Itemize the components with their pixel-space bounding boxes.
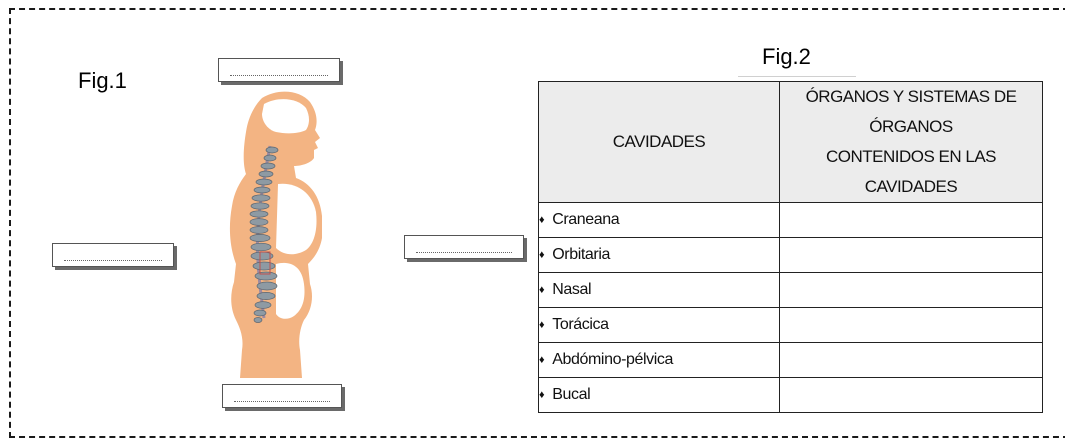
cavities-table: CAVIDADES ÓRGANOS Y SISTEMAS DE ÓRGANOS … <box>538 81 1043 413</box>
header-organos: ÓRGANOS Y SISTEMAS DE ÓRGANOS CONTENIDOS… <box>779 81 1043 203</box>
organs-answer-cell[interactable] <box>779 202 1043 238</box>
cavity-name: Bucal <box>552 386 591 403</box>
table-row: ♦ Craneana <box>538 202 1043 238</box>
header-organos-line1: ÓRGANOS Y SISTEMAS DE ÓRGANOS <box>805 87 1017 136</box>
answer-box-top[interactable] <box>218 58 340 82</box>
table-row: ♦ Torácica <box>538 307 1043 343</box>
cavity-cell: ♦ Abdómino-pélvica <box>538 342 780 378</box>
vertebral-column <box>249 146 279 323</box>
organs-answer-cell[interactable] <box>779 377 1043 413</box>
table-row: ♦ Bucal <box>538 377 1043 413</box>
answer-box-bottom[interactable] <box>222 384 342 408</box>
diamond-bullet-icon: ♦ <box>539 284 545 296</box>
thoracic-cavity <box>276 183 317 255</box>
diamond-bullet-icon: ♦ <box>539 354 545 366</box>
spinal-cavity-marker <box>259 251 271 275</box>
header-cavidades: CAVIDADES <box>538 81 780 203</box>
answer-line <box>233 391 331 402</box>
organs-answer-cell[interactable] <box>779 307 1043 343</box>
cavity-cell: ♦ Orbitaria <box>538 237 780 273</box>
fig1-label: Fig.1 <box>78 68 127 93</box>
cavity-name: Torácica <box>552 316 609 333</box>
worksheet-page: Fig.1 Fig.2 <box>9 8 1065 438</box>
answer-line <box>415 242 513 253</box>
answer-box-middle[interactable] <box>404 235 524 259</box>
table-header-row: CAVIDADES ÓRGANOS Y SISTEMAS DE ÓRGANOS … <box>538 81 1043 203</box>
cavity-cell: ♦ Craneana <box>538 202 780 238</box>
cavity-name: Nasal <box>552 281 592 298</box>
diamond-bullet-icon: ♦ <box>539 214 545 226</box>
organs-answer-cell[interactable] <box>779 272 1043 308</box>
cavity-cell: ♦ Bucal <box>538 377 780 413</box>
fig2-label: Fig.2 <box>762 44 811 69</box>
cavity-name: Abdómino-pélvica <box>552 351 673 368</box>
cranial-cavity <box>262 99 309 134</box>
header-organos-line2: CONTENIDOS EN LAS CAVIDADES <box>825 147 997 196</box>
organs-answer-cell[interactable] <box>779 342 1043 378</box>
answer-line <box>63 250 163 261</box>
cavity-cell: ♦ Torácica <box>538 307 780 343</box>
cavity-cell: ♦ Nasal <box>538 272 780 308</box>
fig2-underline <box>738 76 856 77</box>
table-row: ♦ Abdómino-pélvica <box>538 342 1043 378</box>
answer-box-left[interactable] <box>52 243 174 267</box>
abdominopelvic-cavity <box>276 262 305 319</box>
human-body-cavities-illustration <box>229 91 322 378</box>
answer-line <box>229 65 329 76</box>
diamond-bullet-icon: ♦ <box>539 249 545 261</box>
diamond-bullet-icon: ♦ <box>539 389 545 401</box>
table-row: ♦ Nasal <box>538 272 1043 308</box>
table-row: ♦ Orbitaria <box>538 237 1043 273</box>
cavity-name: Orbitaria <box>552 246 610 263</box>
diamond-bullet-icon: ♦ <box>539 319 545 331</box>
cavity-name: Craneana <box>552 211 620 228</box>
organs-answer-cell[interactable] <box>779 237 1043 273</box>
